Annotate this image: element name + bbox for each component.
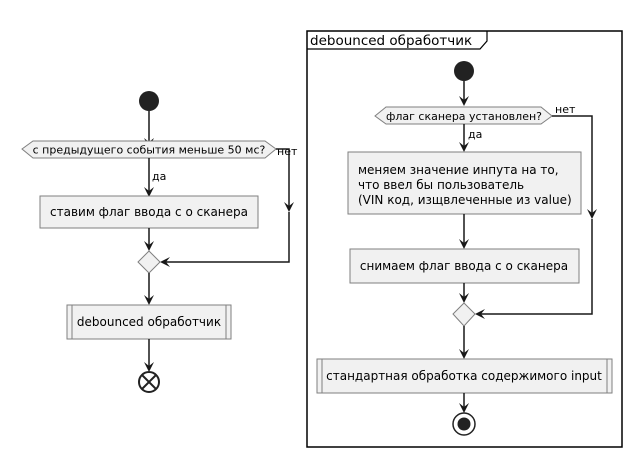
yes-label: да xyxy=(152,170,166,183)
arrow-head xyxy=(459,142,469,152)
no-branch-line xyxy=(276,148,290,209)
arrow-head xyxy=(459,96,469,106)
arrow-head xyxy=(459,293,469,303)
decision-question: флаг сканера установлен? xyxy=(386,110,542,123)
action-clear-flag-label: снимаем флаг ввода с о сканера xyxy=(360,259,568,273)
arrow-head xyxy=(459,403,469,413)
partition-tab xyxy=(307,31,488,50)
no-branch-line xyxy=(552,115,593,216)
arrow-head xyxy=(144,362,154,372)
action-clear-flag xyxy=(349,248,580,284)
merge-node xyxy=(137,250,161,274)
action-change-value-line-1: меняем значение инпута на то, xyxy=(358,163,559,177)
decision-scanner-flag xyxy=(374,106,553,125)
action-change-value xyxy=(347,151,582,215)
partition-title: debounced обработчик xyxy=(310,33,472,49)
subprocess-debounced-label: debounced обработчик xyxy=(77,315,221,329)
subprocess-standard-input-label: стандартная обработка содержимого input xyxy=(326,369,602,383)
arrow-head xyxy=(587,209,597,219)
arrow-head xyxy=(144,295,154,305)
start-node xyxy=(139,91,159,111)
subprocess-debounced xyxy=(66,304,232,340)
partition-frame xyxy=(306,30,623,448)
action-change-value-line-2: что ввел бы пользователь xyxy=(358,178,524,192)
arrow-head xyxy=(160,257,170,267)
arrow-head xyxy=(459,239,469,249)
merge-node xyxy=(452,302,476,327)
main-flow: с предыдущего события меньше 50 мс? да н… xyxy=(21,91,298,393)
no-branch-merge-line xyxy=(162,212,290,263)
arrow-head xyxy=(475,309,485,319)
end-flow-node xyxy=(138,371,160,393)
yes-label: да xyxy=(468,128,482,141)
decision-question: с предыдущего события меньше 50 мс? xyxy=(33,144,266,157)
start-node xyxy=(454,61,474,81)
debounced-partition: debounced обработчик флаг сканера устано… xyxy=(306,30,623,448)
arrow-head xyxy=(144,241,154,251)
decision-recent-event xyxy=(21,140,277,159)
no-label: нет xyxy=(555,103,576,116)
arrow-head xyxy=(284,202,294,212)
stop-node xyxy=(452,412,476,436)
no-label: нет xyxy=(277,145,298,158)
arrow-head xyxy=(144,187,154,197)
action-change-value-line-3: (VIN код, изщвлеченные из value) xyxy=(358,193,572,207)
subprocess-standard-input xyxy=(316,358,613,394)
arrow-head xyxy=(459,349,469,359)
action-set-flag-label: ставим флаг ввода с о сканера xyxy=(50,205,248,219)
no-branch-merge-line xyxy=(477,219,593,315)
